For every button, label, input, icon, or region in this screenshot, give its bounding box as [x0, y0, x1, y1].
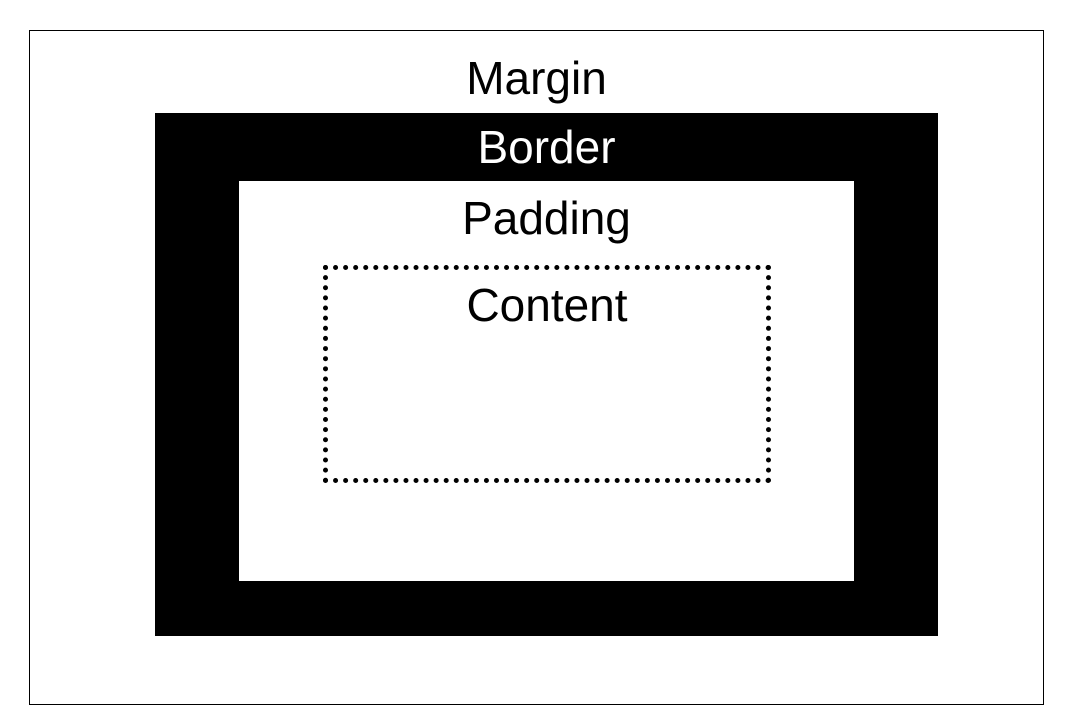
padding-box: Padding Content: [239, 181, 854, 581]
margin-box: Margin Border Padding Content: [29, 30, 1044, 705]
border-box: Border Padding Content: [155, 113, 938, 636]
padding-label: Padding: [462, 192, 631, 244]
content-box: Content: [323, 265, 771, 483]
content-label: Content: [466, 279, 628, 331]
border-label: Border: [477, 121, 616, 173]
margin-label: Margin: [466, 52, 607, 104]
